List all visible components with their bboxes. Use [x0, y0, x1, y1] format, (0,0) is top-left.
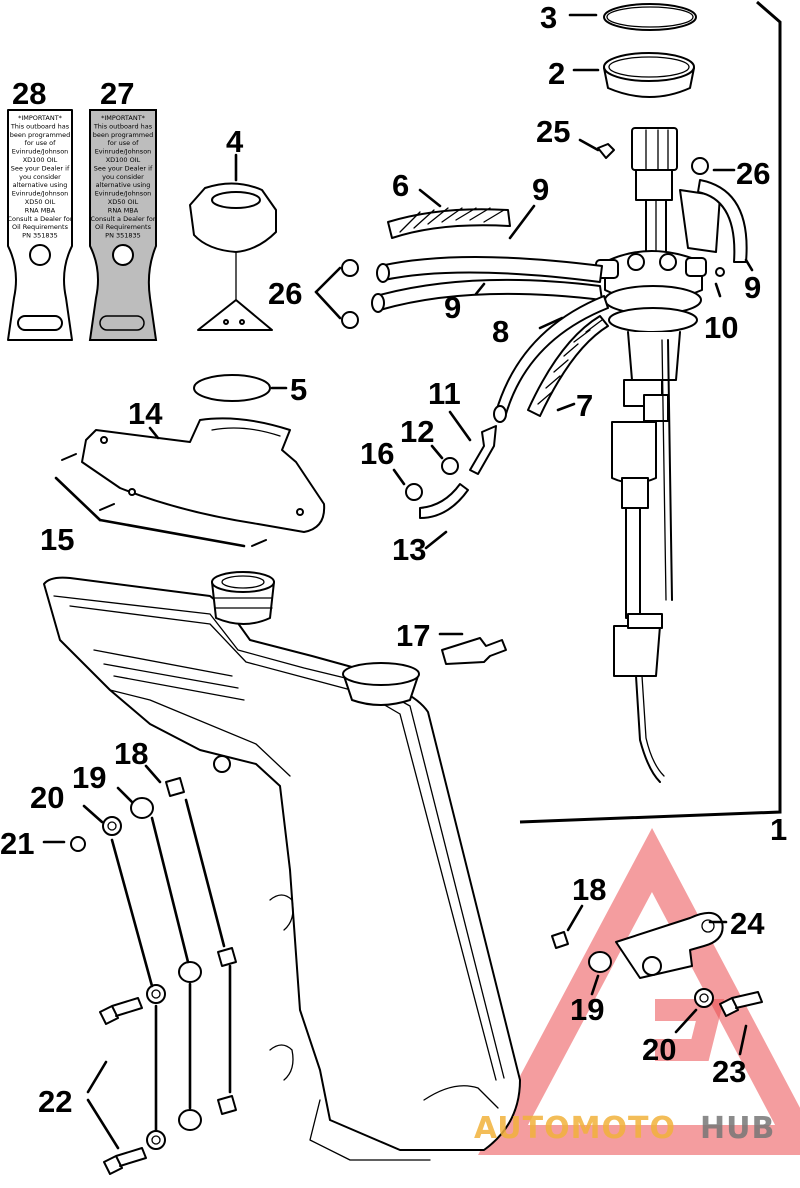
- left-hardware: [70, 777, 237, 1175]
- part-25-clip: [597, 143, 615, 159]
- callout-5: 5: [290, 372, 307, 407]
- leader-lines: [42, 13, 754, 1056]
- decal-text-line: Evinrude/Johnson: [12, 190, 69, 198]
- callout-26: 26: [736, 156, 770, 191]
- watermark-text-part1: AUTOMOTO: [474, 1111, 676, 1146]
- part-11-fitting: [469, 425, 497, 475]
- callout-assembly-1: 1: [770, 812, 787, 847]
- callout-4: 4: [226, 124, 244, 159]
- callout-6: 6: [392, 168, 409, 203]
- decal-27: [88, 109, 158, 341]
- decal-text-line: See your Dealer if: [11, 164, 70, 172]
- callout-9: 9: [744, 270, 761, 305]
- decal-text-line: been programmed: [93, 131, 154, 139]
- decal-28: [7, 109, 73, 341]
- part-14-mounting-plate: [81, 417, 326, 533]
- callout-27: 27: [100, 76, 134, 111]
- callout-18: 18: [114, 736, 148, 771]
- callout-22: 22: [38, 1084, 72, 1119]
- callouts: 3 2 25 26 28 27 4 6 9 9 9 26 10 8 5 11 7…: [0, 0, 787, 1119]
- callout-19: 19: [570, 992, 604, 1027]
- callout-21: 21: [0, 826, 34, 861]
- part-17-fitting: [441, 637, 507, 665]
- decal-text-line: you consider: [102, 173, 144, 181]
- fuel-tank: [43, 571, 521, 1161]
- decal-text-line: *IMPORTANT*: [101, 114, 146, 122]
- callout-23: 23: [712, 1054, 746, 1089]
- callout-7: 7: [576, 388, 593, 423]
- callout-16: 16: [360, 436, 394, 471]
- part-16-clamp: [405, 483, 423, 501]
- part-5-o-ring: [193, 374, 271, 402]
- callout-14: 14: [128, 396, 163, 431]
- part-7-mesh-sleeve: [527, 315, 609, 417]
- callout-10: 10: [704, 310, 738, 345]
- decal-text-line: Oil Requirements: [95, 223, 152, 231]
- assembly-bracket: [519, 0, 782, 824]
- decal-text-line: *IMPORTANT*: [18, 114, 63, 122]
- callout-11: 11: [428, 376, 461, 411]
- decal-text-line: This outboard has: [10, 122, 70, 130]
- decal-text-line: Evinrude/Johnson: [95, 148, 152, 156]
- watermark-text-part2: HUB: [700, 1111, 775, 1146]
- callout-9: 9: [532, 172, 549, 207]
- decal-text-line: XD100 OIL: [106, 156, 141, 164]
- callout-8: 8: [492, 314, 509, 349]
- decal-text-line: XD50 OIL: [108, 198, 139, 206]
- part-12-clamp: [441, 457, 459, 475]
- callout-3: 3: [540, 0, 557, 35]
- callout-18: 18: [572, 872, 606, 907]
- decal-text-line: for use of: [25, 139, 57, 147]
- part-2-lock-ring: [603, 52, 695, 98]
- decal-text-line: See your Dealer if: [94, 164, 153, 172]
- callout-13: 13: [392, 532, 426, 567]
- callout-9: 9: [444, 290, 461, 325]
- decal-text-line: XD50 OIL: [25, 198, 56, 206]
- part-6-mesh-sleeve: [387, 207, 511, 239]
- decal-text-line: Evinrude/Johnson: [95, 190, 152, 198]
- callout-28: 28: [12, 76, 46, 111]
- decal-text-line: PN 351835: [105, 232, 141, 240]
- part-15-screws: [54, 453, 267, 548]
- callout-25: 25: [536, 114, 570, 149]
- decal-text-line: been programmed: [10, 131, 71, 139]
- decal-text-line: Consult a Dealer for: [7, 215, 72, 223]
- decal-text-line: RNA MBA: [25, 206, 56, 214]
- part-13-hose: [419, 483, 469, 519]
- callout-20: 20: [30, 780, 64, 815]
- decal-text-line: for use of: [108, 139, 140, 147]
- callout-2: 2: [548, 56, 565, 91]
- decal-text-line: Oil Requirements: [12, 223, 69, 231]
- decal-text-line: RNA MBA: [108, 206, 139, 214]
- callout-19: 19: [72, 760, 106, 795]
- decal-text-line: This outboard has: [93, 122, 153, 130]
- decal-text-line: PN 351835: [22, 232, 58, 240]
- watermark-text: AUTOMOTO HUB: [474, 1111, 775, 1146]
- callout-26: 26: [268, 276, 302, 311]
- decal-text-line: alternative using: [13, 181, 68, 189]
- part-26-hose-clamps: [341, 157, 725, 329]
- part-8-hose: [493, 295, 609, 423]
- decal-text-line: you consider: [19, 173, 61, 181]
- callout-15: 15: [40, 522, 74, 557]
- decal-text-line: XD100 OIL: [23, 156, 58, 164]
- decal-text-line: Consult a Dealer for: [90, 215, 155, 223]
- part-3-o-ring: [603, 3, 697, 31]
- callout-20: 20: [642, 1032, 676, 1067]
- fuel-pump-module: [595, 127, 721, 783]
- decal-text-line: Evinrude/Johnson: [12, 148, 69, 156]
- part-4-fill-cap: [189, 182, 277, 331]
- callout-24: 24: [730, 906, 765, 941]
- decal-text-line: alternative using: [96, 181, 151, 189]
- right-hardware: [551, 911, 763, 1017]
- callout-17: 17: [396, 618, 430, 653]
- callout-12: 12: [400, 414, 434, 449]
